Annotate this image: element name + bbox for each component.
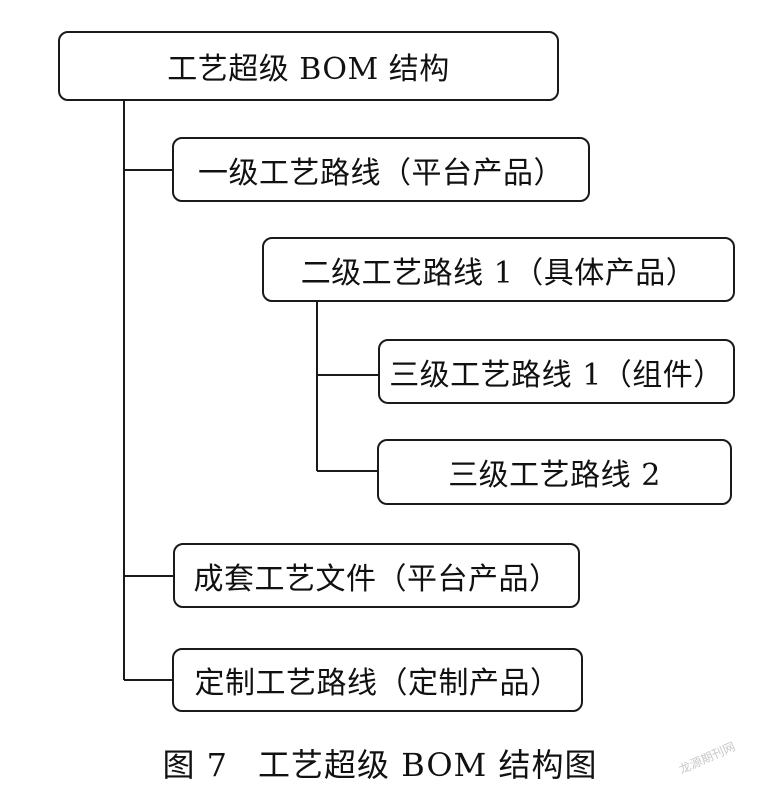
figure-caption: 图 7 工艺超级 BOM 结构图 <box>0 738 760 788</box>
custom-route-node: 定制工艺路线（定制产品） <box>172 648 583 712</box>
level3-route-1-node: 三级工艺路线 1（组件） <box>378 339 735 404</box>
level3-route-1-label: 三级工艺路线 1（组件） <box>389 357 724 393</box>
set-process-docs-label: 成套工艺文件（平台产品） <box>193 561 560 597</box>
custom-route-label: 定制工艺路线（定制产品） <box>194 666 561 701</box>
root-node-label: 工艺超级 BOM 结构 <box>167 52 450 87</box>
set-process-docs-node: 成套工艺文件（平台产品） <box>173 543 580 608</box>
figure-title: 工艺超级 BOM 结构图 <box>258 746 598 784</box>
level2-route-label: 二级工艺路线 1（具体产品） <box>300 255 697 291</box>
level3-route-2-node: 三级工艺路线 2 <box>377 439 732 505</box>
figure-number: 图 7 <box>162 746 229 784</box>
level2-route-node: 二级工艺路线 1（具体产品） <box>262 237 735 302</box>
level3-route-2-label: 三级工艺路线 2 <box>448 458 661 493</box>
level1-route-label: 一级工艺路线（平台产品） <box>198 155 564 191</box>
level1-route-node: 一级工艺路线（平台产品） <box>172 137 590 202</box>
root-node: 工艺超级 BOM 结构 <box>58 31 559 101</box>
